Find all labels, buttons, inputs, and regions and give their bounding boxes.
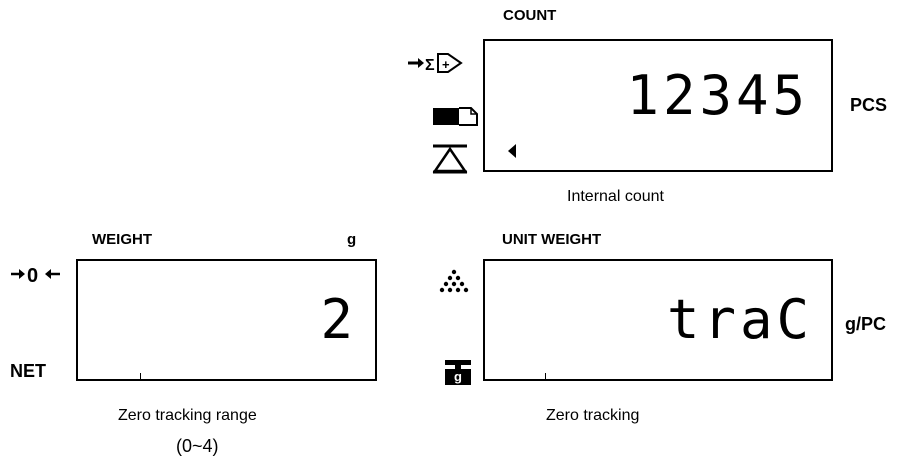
unit-weight-header: UNIT WEIGHT bbox=[502, 231, 602, 248]
arrow-accumulate-icon: Σ + bbox=[406, 50, 472, 81]
display-tick bbox=[545, 373, 546, 379]
pointer-left-icon bbox=[507, 143, 517, 164]
unit-weight-caption: Zero tracking bbox=[546, 407, 640, 424]
count-caption: Internal count bbox=[567, 188, 664, 205]
unit-weight-display: traC bbox=[483, 259, 833, 381]
count-unit: PCS bbox=[850, 95, 888, 115]
count-value: 12345 bbox=[626, 64, 809, 127]
unit-weight-value: traC bbox=[666, 288, 813, 351]
svg-text:Σ: Σ bbox=[425, 57, 435, 74]
unit-weight-unit: g/PC bbox=[845, 314, 887, 334]
net-label: NET bbox=[10, 361, 46, 381]
weight-value: 2 bbox=[320, 288, 357, 351]
weight-g-icon: g bbox=[444, 358, 474, 391]
weight-header: WEIGHT bbox=[92, 231, 152, 248]
svg-text:0: 0 bbox=[27, 265, 38, 286]
zero-indicator-icon: 0 bbox=[10, 262, 66, 291]
pieces-pyramid-icon bbox=[437, 268, 471, 301]
weight-icon-label: g bbox=[454, 369, 462, 384]
svg-text:+: + bbox=[442, 57, 450, 72]
battery-plug-icon bbox=[431, 105, 481, 132]
count-display: 12345 bbox=[483, 39, 833, 172]
weight-unit-top: g bbox=[347, 231, 357, 248]
weight-caption: Zero tracking range bbox=[118, 407, 257, 424]
weight-display: 2 bbox=[76, 259, 377, 381]
display-tick bbox=[140, 373, 141, 379]
stability-triangle-icon bbox=[431, 143, 471, 180]
weight-caption-sub: (0~4) bbox=[176, 436, 219, 456]
count-header: COUNT bbox=[503, 7, 557, 24]
